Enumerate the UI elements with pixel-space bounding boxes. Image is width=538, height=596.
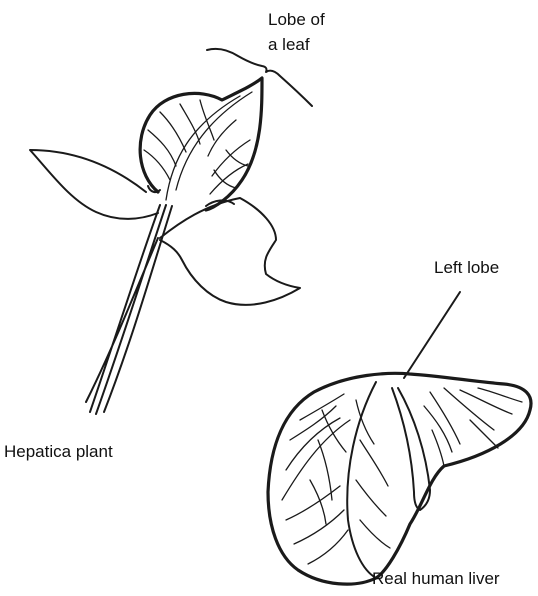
hepatica-right-leaf (160, 198, 300, 305)
liver-lobe-divider (347, 382, 376, 578)
lobe-brace (207, 49, 312, 106)
hepatica-top-leaf-veins (144, 92, 252, 200)
hepatica-stems (86, 205, 172, 414)
label-left-lobe: Left lobe (434, 257, 499, 279)
human-liver (268, 292, 531, 584)
label-lobe-of-leaf-line1: Lobe of (268, 9, 325, 31)
label-lobe-of-leaf-line2: a leaf (268, 34, 310, 56)
label-hepatica-plant: Hepatica plant (4, 441, 113, 463)
hepatica-plant (30, 78, 300, 414)
left-lobe-pointer (404, 292, 460, 378)
label-real-human-liver: Real human liver (372, 568, 500, 590)
hepatica-left-leaf (30, 150, 158, 219)
liver-veins (282, 388, 522, 564)
